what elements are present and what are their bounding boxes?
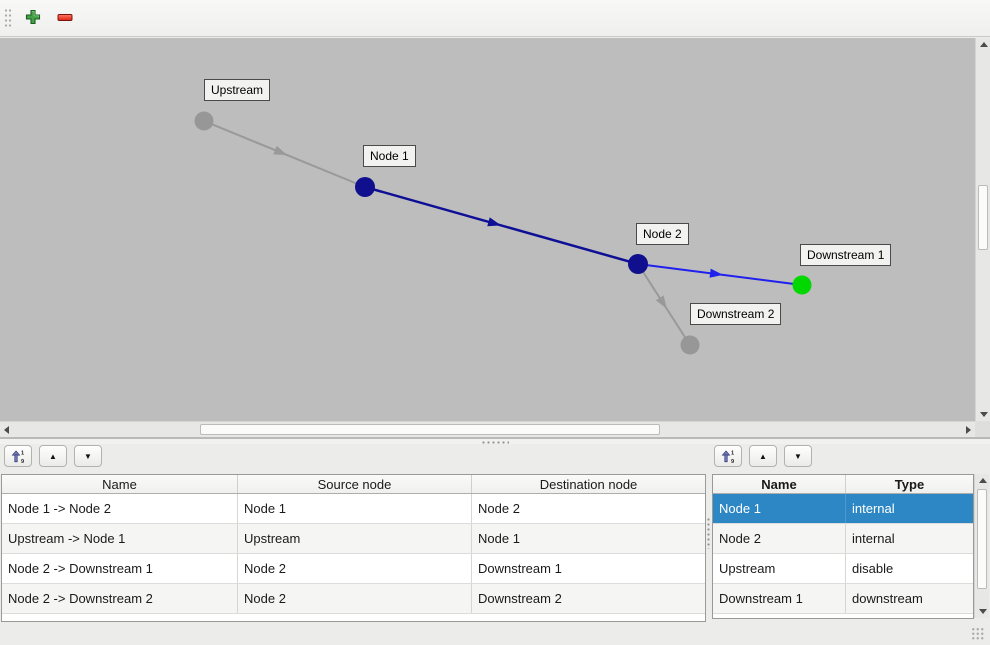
up-triangle-icon: ▲ xyxy=(49,451,57,461)
add-button[interactable] xyxy=(20,5,46,31)
table-cell: Node 2 -> Downstream 1 xyxy=(2,554,238,583)
node-move-down-button[interactable]: ▼ xyxy=(784,445,812,467)
vertical-splitter[interactable] xyxy=(706,474,712,622)
graph-node-label[interactable]: Downstream 2 xyxy=(690,303,782,325)
edge-arrow-icon xyxy=(655,295,667,309)
graph-node[interactable] xyxy=(194,111,214,131)
up-triangle-icon: ▲ xyxy=(759,451,767,461)
node-table-scrollbar[interactable] xyxy=(974,474,989,618)
table-row[interactable]: Node 1 internal xyxy=(713,494,973,524)
table-cell: Upstream xyxy=(713,554,846,583)
table-cell: Upstream xyxy=(238,524,472,553)
splitter-handle-icon xyxy=(707,517,710,549)
edge-arrow-icon xyxy=(709,268,724,278)
graph-edge[interactable] xyxy=(364,185,639,266)
scroll-left-arrow[interactable] xyxy=(0,422,13,437)
scrollbar-corner xyxy=(975,421,990,437)
column-header[interactable]: Name xyxy=(713,475,846,493)
scrollbar-thumb[interactable] xyxy=(200,424,660,435)
node-list-toolbar: 1 9 ▲ ▼ xyxy=(714,445,812,468)
table-cell: Node 2 xyxy=(238,584,472,613)
scroll-up-arrow[interactable] xyxy=(976,38,990,51)
svg-text:1: 1 xyxy=(21,450,24,456)
table-cell: Downstream 2 xyxy=(478,591,562,606)
sort-ascending-icon: 1 9 xyxy=(721,450,734,464)
canvas-horizontal-scrollbar[interactable] xyxy=(0,421,975,437)
main-toolbar xyxy=(0,0,990,37)
svg-text:9: 9 xyxy=(21,459,24,464)
table-cell: Node 1 xyxy=(713,494,846,523)
graph-node-label[interactable]: Node 1 xyxy=(363,145,416,167)
column-header[interactable]: Type xyxy=(894,477,925,492)
edge-list-toolbar: 1 9 ▲ ▼ xyxy=(4,445,102,468)
scroll-down-arrow[interactable] xyxy=(975,605,990,618)
table-empty-area xyxy=(2,614,705,621)
node-sort-button[interactable]: 1 9 xyxy=(714,445,742,467)
edge-arrow-icon xyxy=(273,145,288,156)
edge-sort-button[interactable]: 1 9 xyxy=(4,445,32,467)
graph-node-label[interactable]: Upstream xyxy=(204,79,271,101)
node-move-up-button[interactable]: ▲ xyxy=(749,445,777,467)
graph-node[interactable] xyxy=(628,254,648,274)
table-cell: Node 2 -> Downstream 2 xyxy=(2,584,238,613)
graph-node[interactable] xyxy=(792,275,812,295)
table-cell: Node 1 xyxy=(238,494,472,523)
table-row[interactable]: Upstream disable xyxy=(713,554,973,584)
remove-button[interactable] xyxy=(52,5,78,31)
table-cell: Downstream 1 xyxy=(713,584,846,613)
add-plus-icon xyxy=(24,8,42,29)
edge-arrow-icon xyxy=(487,217,502,227)
scrollbar-thumb[interactable] xyxy=(977,489,987,589)
graph-node[interactable] xyxy=(680,335,700,355)
down-triangle-icon: ▼ xyxy=(84,451,92,461)
table-cell: Node 2 xyxy=(713,524,846,553)
table-cell: internal xyxy=(852,531,895,546)
table-cell: Upstream -> Node 1 xyxy=(2,524,238,553)
column-header[interactable]: Source node xyxy=(238,475,472,493)
table-row[interactable]: Downstream 1 downstream xyxy=(713,584,973,614)
splitter-handle-icon xyxy=(481,441,509,444)
svg-text:1: 1 xyxy=(731,450,734,456)
graph-node-label[interactable]: Downstream 1 xyxy=(800,244,892,266)
window-resize-grip[interactable] xyxy=(971,627,985,640)
edge-move-down-button[interactable]: ▼ xyxy=(74,445,102,467)
table-cell: downstream xyxy=(852,591,923,606)
table-cell: Node 1 xyxy=(478,531,520,546)
table-cell: Node 2 xyxy=(238,554,472,583)
graph-node-label[interactable]: Node 2 xyxy=(636,223,689,245)
table-cell: disable xyxy=(852,561,894,576)
table-cell: Node 2 xyxy=(478,501,520,516)
horizontal-splitter[interactable] xyxy=(0,437,990,444)
scrollbar-thumb[interactable] xyxy=(978,185,988,250)
sort-ascending-icon: 1 9 xyxy=(11,450,24,464)
column-header[interactable]: Name xyxy=(2,475,238,493)
toolbar-drag-handle[interactable] xyxy=(4,8,12,28)
column-header[interactable]: Destination node xyxy=(539,477,638,492)
svg-text:9: 9 xyxy=(731,459,734,464)
table-header-row: Name Type xyxy=(713,475,973,494)
edge-move-up-button[interactable]: ▲ xyxy=(39,445,67,467)
scroll-down-arrow[interactable] xyxy=(976,408,990,421)
down-triangle-icon: ▼ xyxy=(794,451,802,461)
table-empty-area xyxy=(713,614,973,618)
graph-node[interactable] xyxy=(355,177,375,197)
canvas-vertical-scrollbar[interactable] xyxy=(975,38,990,421)
remove-minus-icon xyxy=(56,8,74,29)
table-cell: Downstream 1 xyxy=(478,561,562,576)
scroll-right-arrow[interactable] xyxy=(962,422,975,437)
scroll-up-arrow[interactable] xyxy=(975,474,990,487)
table-row[interactable]: Node 2 internal xyxy=(713,524,973,554)
table-cell: internal xyxy=(852,501,895,516)
table-cell: Node 1 -> Node 2 xyxy=(2,494,238,523)
